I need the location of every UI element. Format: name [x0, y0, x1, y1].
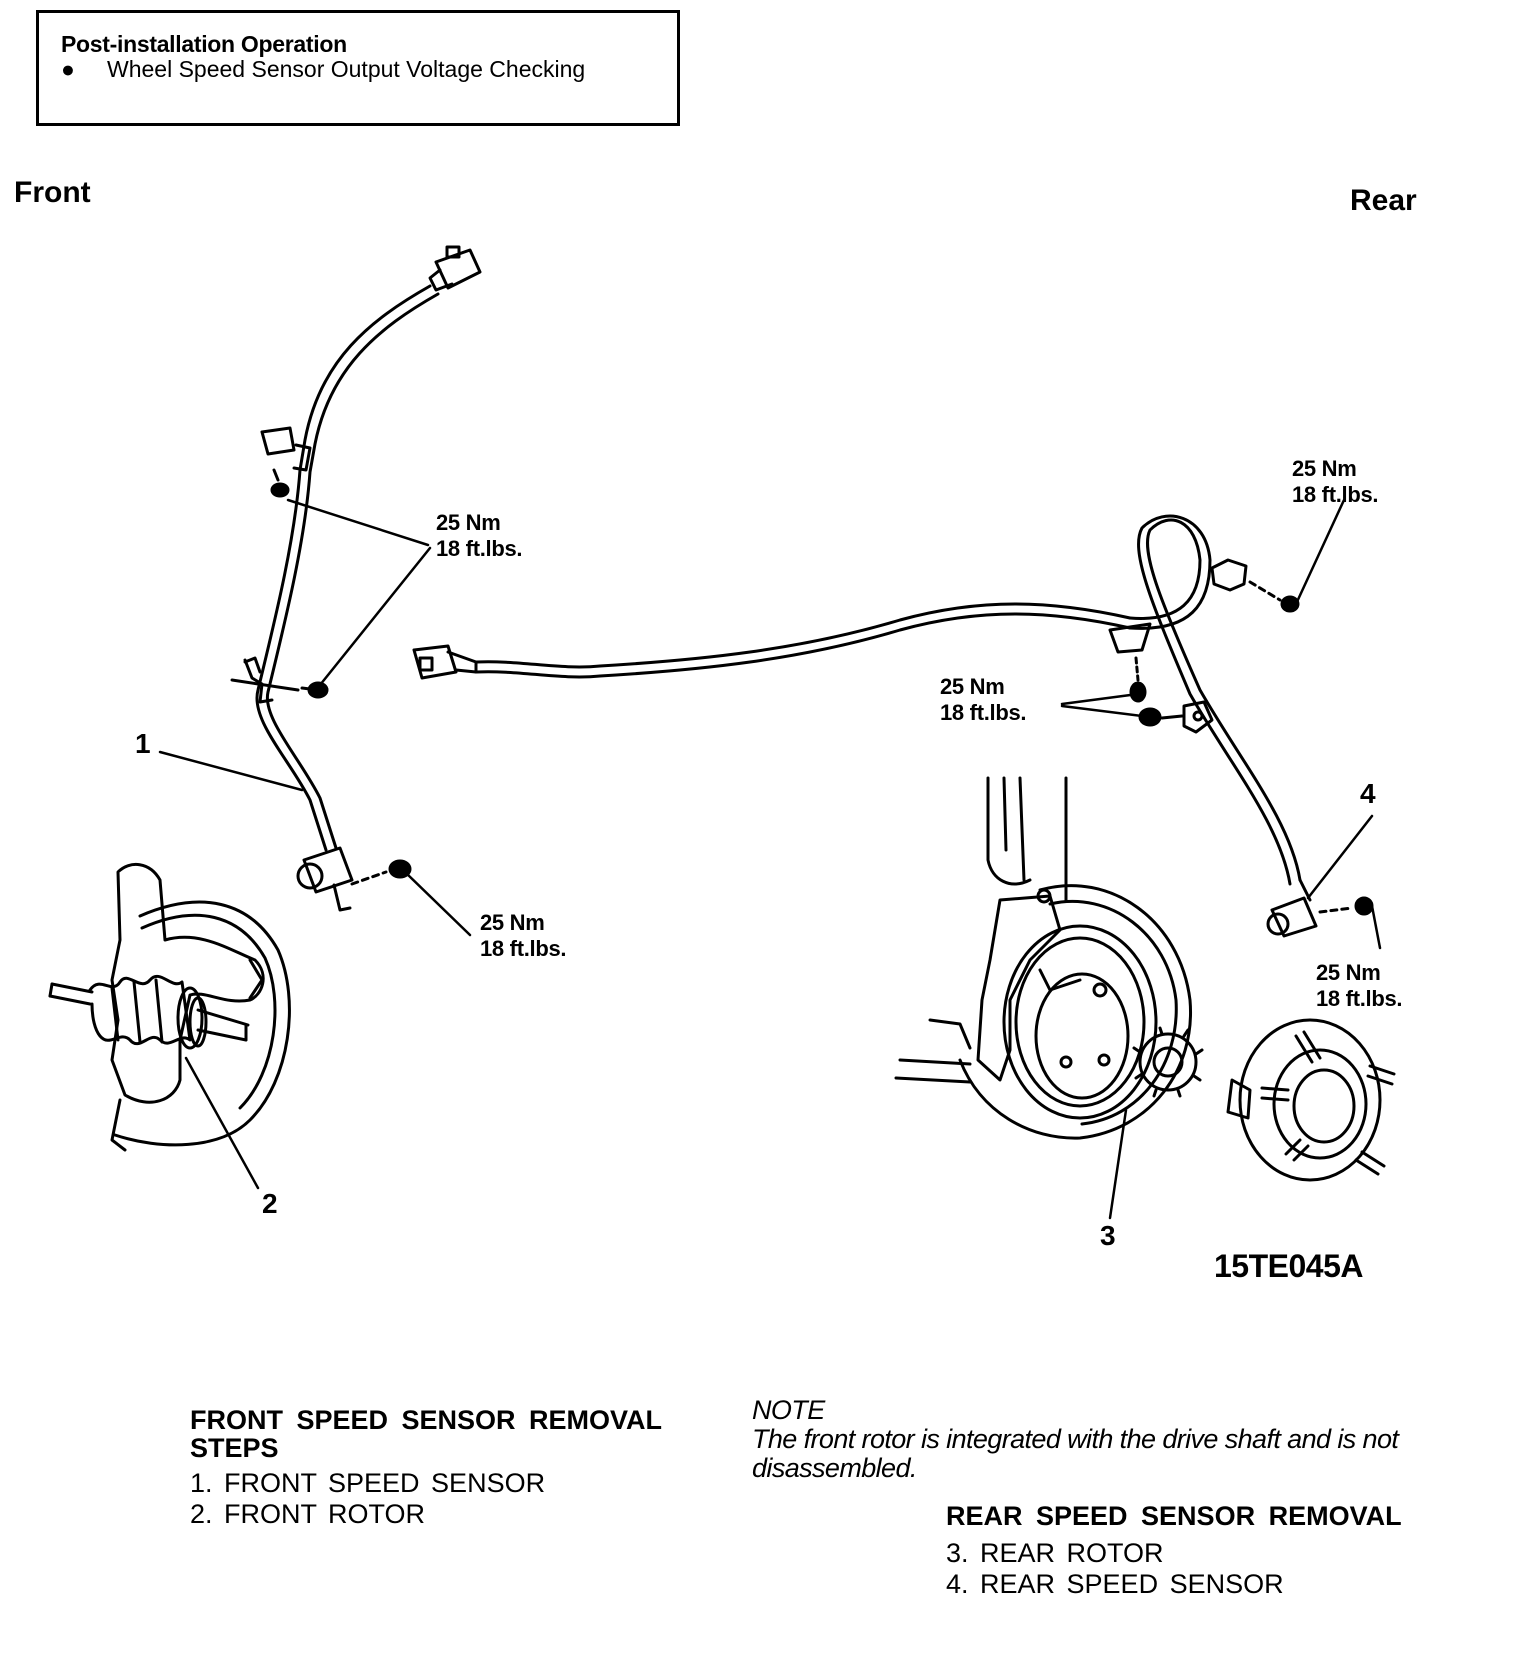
- rear-hub: [1226, 1018, 1396, 1182]
- callout-2: 2: [262, 1188, 278, 1219]
- front-label: Front: [14, 176, 91, 209]
- front-step-2: 2. FRONT ROTOR: [190, 1499, 426, 1529]
- torque-ftlbs: 18 ft.lbs.: [940, 700, 1027, 725]
- torque-nm: 25 Nm: [1316, 960, 1381, 985]
- front-knuckle: [48, 863, 291, 1152]
- rear-step-3: 3. REAR ROTOR: [946, 1538, 1164, 1568]
- callout-1: 1: [135, 728, 151, 759]
- front-leader-lines: [158, 498, 472, 1190]
- sensor-diagram: [48, 245, 1396, 1220]
- rear-step-4: 4. REAR SPEED SENSOR: [946, 1569, 1284, 1599]
- rear-removal-steps: REAR SPEED SENSOR REMOVAL 3. REAR ROTOR …: [946, 1502, 1402, 1600]
- torque-rear-sensor: 25 Nm 18 ft.lbs.: [1316, 960, 1403, 1012]
- torque-ftlbs: 18 ft.lbs.: [1316, 986, 1403, 1011]
- note-text: The front rotor is integrated with the d…: [752, 1424, 1399, 1483]
- torque-nm: 25 Nm: [436, 510, 501, 535]
- torque-ftlbs: 18 ft.lbs.: [1292, 482, 1379, 507]
- torque-nm: 25 Nm: [1292, 456, 1357, 481]
- post-installation-title: Post-installation Operation: [61, 31, 347, 57]
- torque-rear-middle: 25 Nm 18 ft.lbs.: [940, 674, 1027, 726]
- front-steps-heading-2: STEPS: [190, 1433, 279, 1463]
- torque-nm: 25 Nm: [480, 910, 545, 935]
- torque-rear-upper: 25 Nm 18 ft.lbs.: [1292, 456, 1379, 508]
- rear-harness: [412, 514, 1374, 938]
- note-block: NOTE The front rotor is integrated with …: [752, 1396, 1452, 1483]
- rear-leader-lines: [1060, 498, 1382, 1220]
- post-installation-item-text: Wheel Speed Sensor Output Voltage Checki…: [107, 56, 586, 82]
- callout-3: 3: [1100, 1220, 1116, 1251]
- callout-4: 4: [1360, 778, 1376, 809]
- rear-steps-heading: REAR SPEED SENSOR REMOVAL: [946, 1501, 1402, 1531]
- note-title: NOTE: [752, 1395, 825, 1425]
- torque-front-upper: 25 Nm 18 ft.lbs.: [436, 510, 523, 562]
- front-step-1: 1. FRONT SPEED SENSOR: [190, 1468, 546, 1498]
- post-installation-box: Post-installation Operation ● Wheel Speed…: [36, 10, 680, 126]
- front-removal-steps: FRONT SPEED SENSOR REMOVAL STEPS 1. FRON…: [190, 1406, 662, 1530]
- rear-label: Rear: [1350, 184, 1417, 217]
- torque-ftlbs: 18 ft.lbs.: [480, 936, 567, 961]
- rear-backing-plate: [894, 776, 1204, 1140]
- torque-ftlbs: 18 ft.lbs.: [436, 536, 523, 561]
- figure-code: 15TE045A: [1214, 1248, 1363, 1284]
- bullet-icon: ●: [61, 56, 75, 82]
- front-steps-heading-1: FRONT SPEED SENSOR REMOVAL: [190, 1405, 663, 1435]
- torque-front-sensor: 25 Nm 18 ft.lbs.: [480, 910, 567, 962]
- post-installation-item: ● Wheel Speed Sensor Output Voltage Check…: [61, 56, 585, 83]
- torque-nm: 25 Nm: [940, 674, 1005, 699]
- front-harness: [230, 245, 482, 912]
